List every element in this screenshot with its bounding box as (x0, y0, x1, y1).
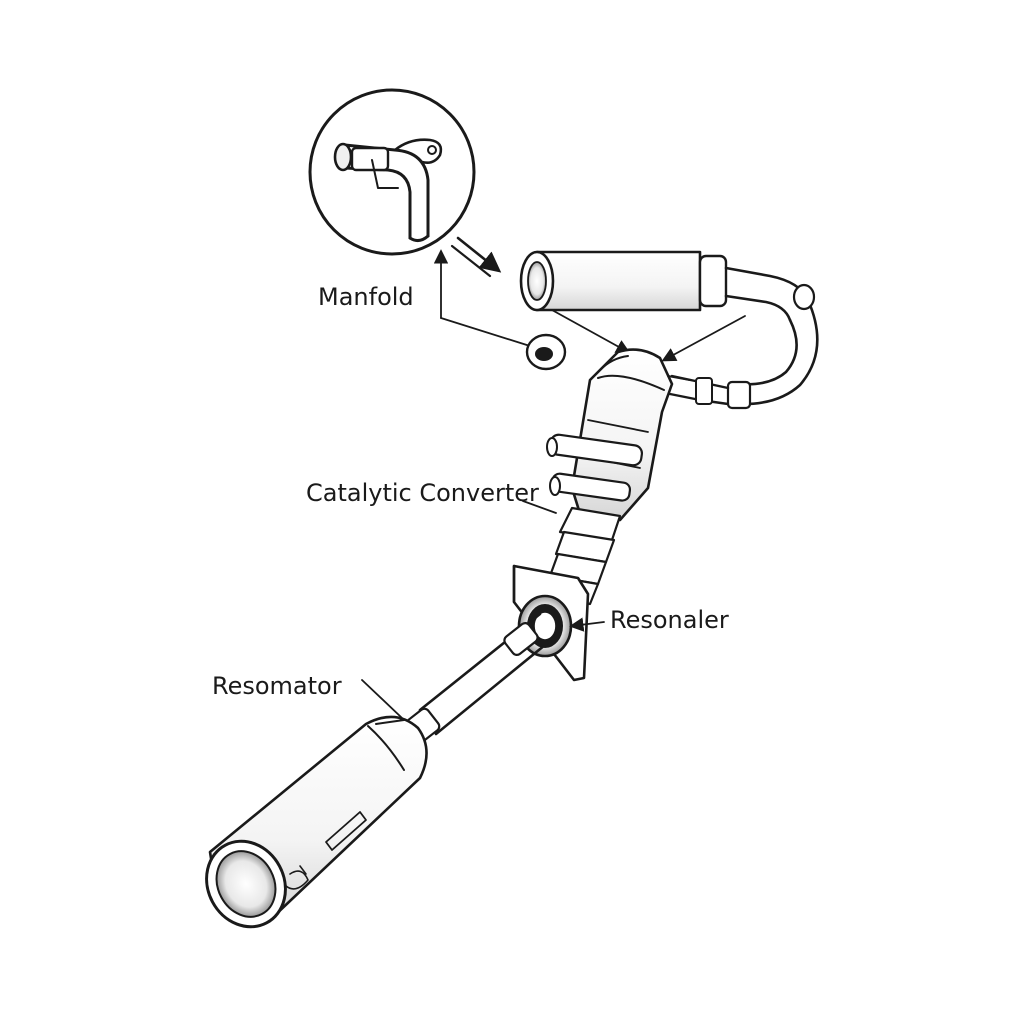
label-catalytic-converter: Catalytic Converter (306, 479, 539, 507)
converter-clamps (546, 433, 644, 502)
manifold-detail-callout (308, 88, 476, 256)
label-resonaler: Resonaler (610, 606, 729, 634)
label-manifold: Manfold (318, 283, 414, 311)
tail-muffler (205, 715, 428, 929)
upper-muffler (519, 250, 810, 322)
label-resomator: Resomator (212, 672, 342, 700)
intermediate-pipe (405, 612, 558, 743)
